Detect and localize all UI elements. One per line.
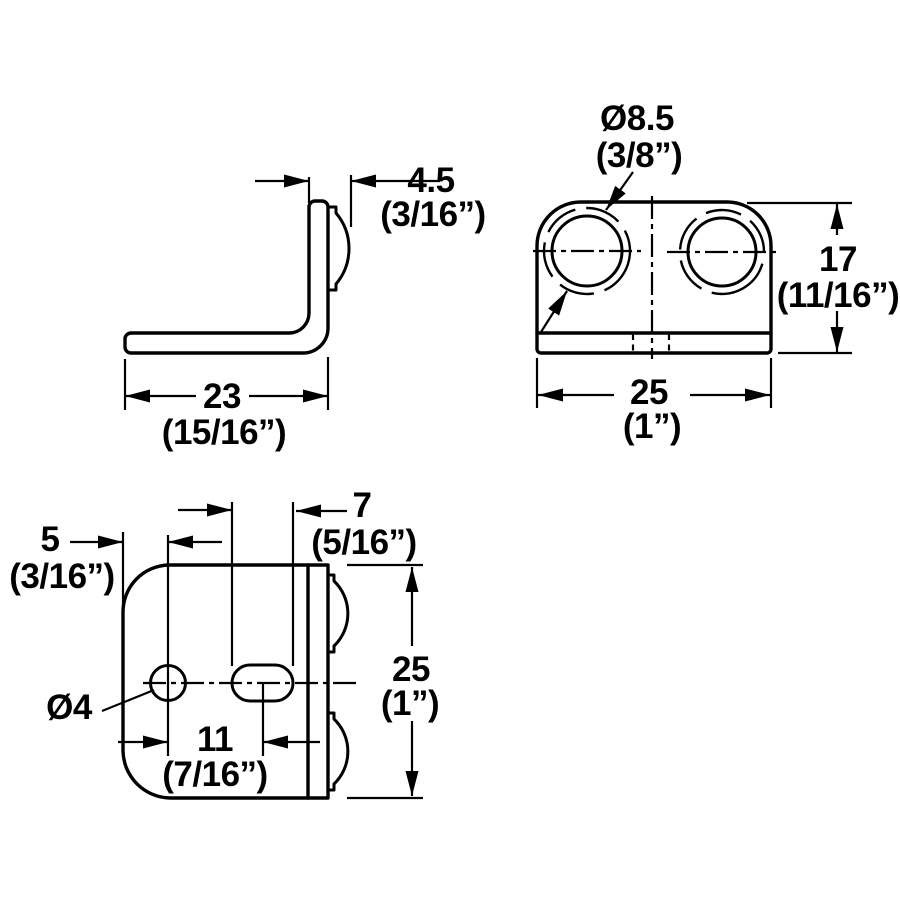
side-view-ball-stud <box>326 205 351 292</box>
dim-label-depth-mm: 25 <box>392 650 430 689</box>
plan-view: 5 (3/16”) 7 (5/16”) Ø4 11 (7/16”) 25 (1”… <box>9 486 440 800</box>
dim-label-edge-offset-mm: 5 <box>41 520 60 559</box>
leader-arrow <box>605 171 634 211</box>
leader-line <box>101 688 155 713</box>
dim-label-hole-dia-mm: Ø8.5 <box>600 99 674 138</box>
dim-label-length-mm: 23 <box>203 377 241 416</box>
dim-label-spacing-mm: 11 <box>197 720 233 759</box>
dim-label-small-hole-dia: Ø4 <box>46 688 93 727</box>
side-view: 4.5 (3/16”) 23 (15/16”) <box>123 161 486 452</box>
dim-label-hole-dia-in: (3/8”) <box>596 136 682 175</box>
dim-label-thickness-in: (3/16”) <box>380 195 485 234</box>
dim-label-thickness-mm: 4.5 <box>407 161 454 200</box>
left-hole-thread-circle <box>542 206 632 296</box>
front-view-body-outline <box>535 200 773 355</box>
right-hole-thread-circle <box>678 208 766 296</box>
leader-arrow <box>540 290 568 333</box>
dim-label-slot-length-mm: 7 <box>353 486 372 525</box>
side-view-bracket-outline <box>123 199 330 355</box>
plan-view-lower-stud <box>326 711 350 792</box>
dim-label-length-in: (15/16”) <box>162 413 286 452</box>
dim-label-width-in: (1”) <box>623 407 681 446</box>
dim-label-height-in: (11/16”) <box>777 276 899 315</box>
front-view: Ø8.5 (3/8”) 17 (11/16”) 25 (1”) <box>533 99 900 446</box>
dim-label-height-mm: 17 <box>819 240 857 279</box>
dim-label-depth-in: (1”) <box>381 684 439 723</box>
plan-view-body-outline <box>121 563 330 800</box>
dim-label-edge-offset-in: (3/16”) <box>9 557 114 596</box>
dim-label-spacing-in: (7/16”) <box>162 755 267 794</box>
slot-hole <box>230 663 295 703</box>
dim-label-width-mm: 25 <box>630 373 668 412</box>
dim-label-slot-length-in: (5/16”) <box>311 523 416 562</box>
plan-view-upper-stud <box>326 573 350 654</box>
